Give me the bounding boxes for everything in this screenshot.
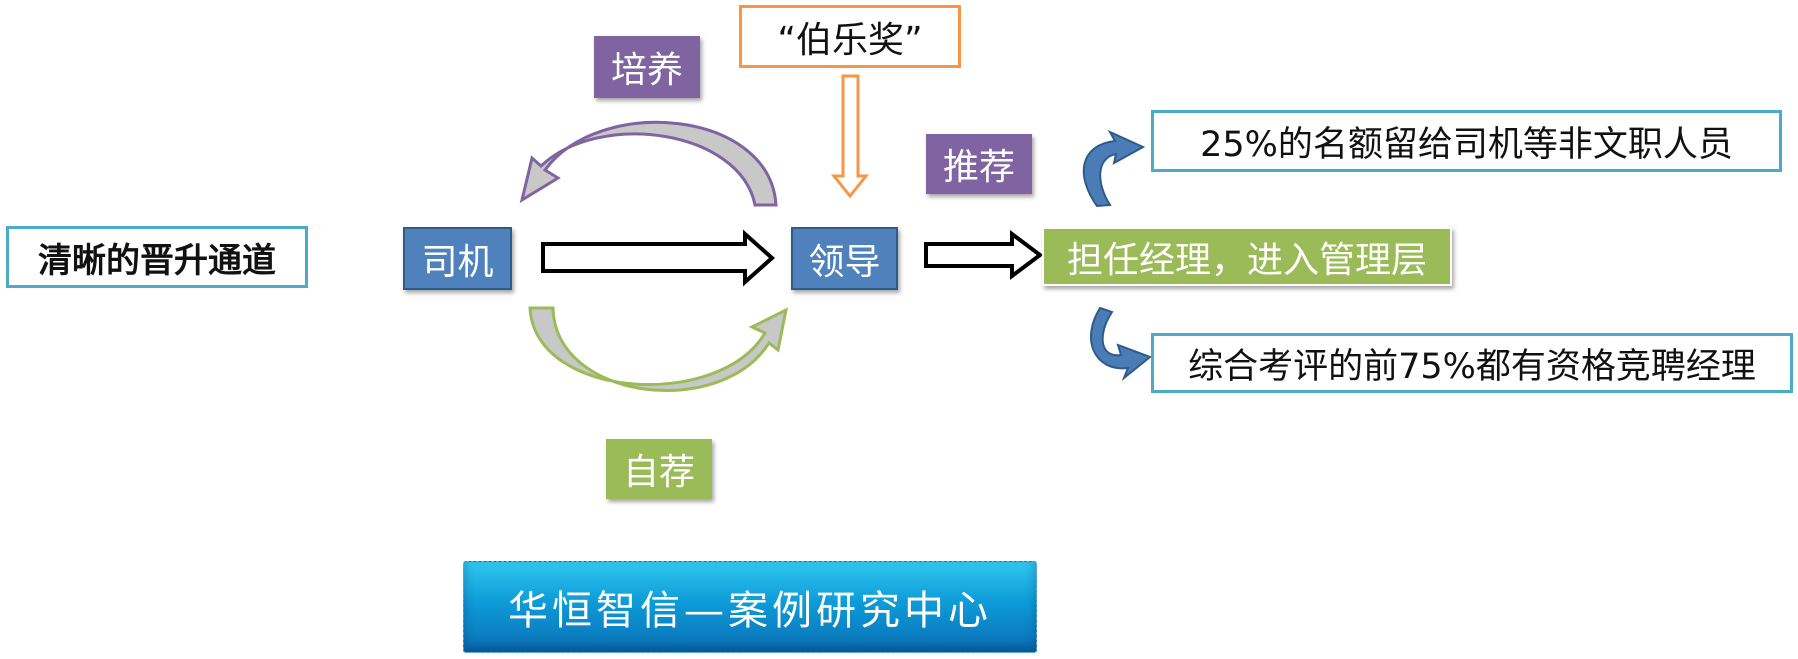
node-leader: 领导 xyxy=(791,227,898,290)
tag-self-recommend-text: 自荐 xyxy=(622,452,695,493)
node-manager: 担任经理，进入管理层 xyxy=(1042,227,1452,286)
promotion-channel-label: 清晰的晋升通道 xyxy=(6,226,308,288)
tag-recommend: 推荐 xyxy=(926,134,1032,194)
footer-banner: 华恒智信—案例研究中心 xyxy=(463,561,1037,653)
tag-recommend-text: 推荐 xyxy=(942,147,1015,188)
curved-arrow-self-recommend xyxy=(528,306,789,393)
arrow-driver-to-leader xyxy=(541,229,776,287)
note-quota: 25%的名额留给司机等非文职人员 xyxy=(1151,110,1782,172)
curved-arrow-to-quota xyxy=(1082,129,1146,208)
node-manager-text: 担任经理，进入管理层 xyxy=(1066,239,1427,281)
footer-banner-text: 华恒智信—案例研究中心 xyxy=(508,588,992,634)
curved-arrow-to-evaluation xyxy=(1090,306,1152,382)
note-evaluation-text: 综合考评的前75%都有资格竞聘经理 xyxy=(1188,346,1756,387)
node-leader-text: 领导 xyxy=(808,241,881,283)
node-driver: 司机 xyxy=(403,227,512,290)
award-box: “伯乐奖” xyxy=(739,5,961,68)
curved-arrow-train xyxy=(519,120,778,207)
note-evaluation: 综合考评的前75%都有资格竞聘经理 xyxy=(1151,333,1793,393)
arrow-leader-to-manager xyxy=(924,230,1044,280)
note-quota-text: 25%的名额留给司机等非文职人员 xyxy=(1200,124,1733,165)
tag-train: 培养 xyxy=(594,36,700,98)
promotion-channel-text: 清晰的晋升通道 xyxy=(38,240,276,281)
tag-train-text: 培养 xyxy=(610,50,683,91)
arrow-award-down xyxy=(830,74,870,199)
tag-self-recommend: 自荐 xyxy=(606,439,712,499)
node-driver-text: 司机 xyxy=(421,241,494,283)
award-text: “伯乐奖” xyxy=(777,19,923,61)
